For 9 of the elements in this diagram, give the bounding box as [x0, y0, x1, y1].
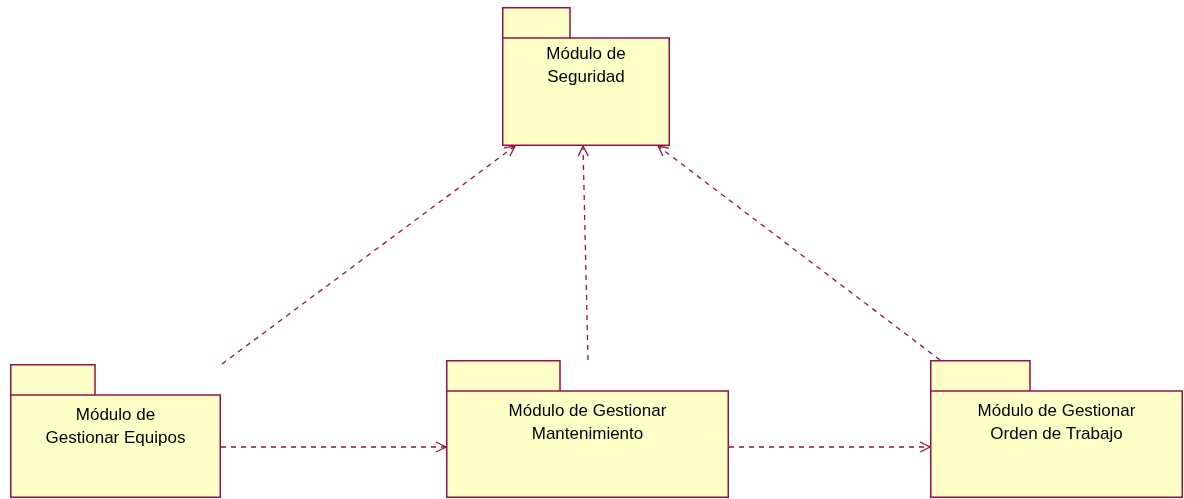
dependency-arrow [577, 145, 589, 361]
package-name: Módulo de Gestionar Mantenimiento [507, 400, 668, 445]
package-name: Módulo de Gestionar Orden de Trabajo [976, 400, 1137, 445]
dependency-arrow [220, 441, 447, 453]
dependency-arrow [657, 145, 941, 361]
dependency-arrow [221, 145, 516, 365]
package-name: Módulo de Gestionar Equipos [44, 404, 187, 449]
package-name: Módulo de Seguridad [545, 43, 627, 88]
dependency-arrow [728, 441, 931, 453]
